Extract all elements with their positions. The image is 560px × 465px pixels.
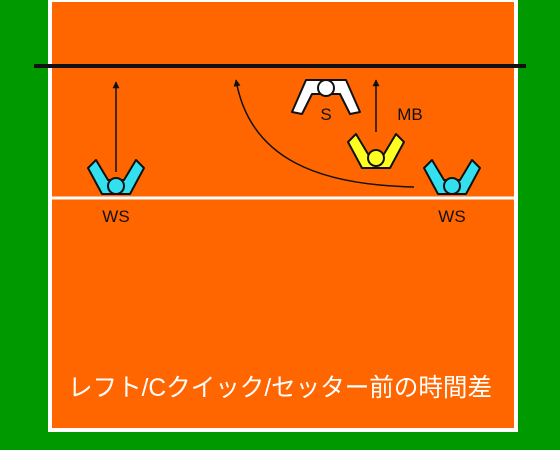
ws-right-label: WS xyxy=(438,207,465,226)
diagram-caption: レフト/Cクイック/セッター前の時間差 xyxy=(68,374,492,402)
setter-player-icon xyxy=(291,79,361,115)
court-surface xyxy=(48,0,518,432)
mb-player-icon xyxy=(347,133,405,169)
bottom-white-strip xyxy=(0,450,560,460)
ws-left-label: WS xyxy=(102,207,129,226)
right-ws-crossing-arrow xyxy=(233,79,415,188)
mb-label: MB xyxy=(397,105,423,124)
setter-label: S xyxy=(320,105,331,124)
